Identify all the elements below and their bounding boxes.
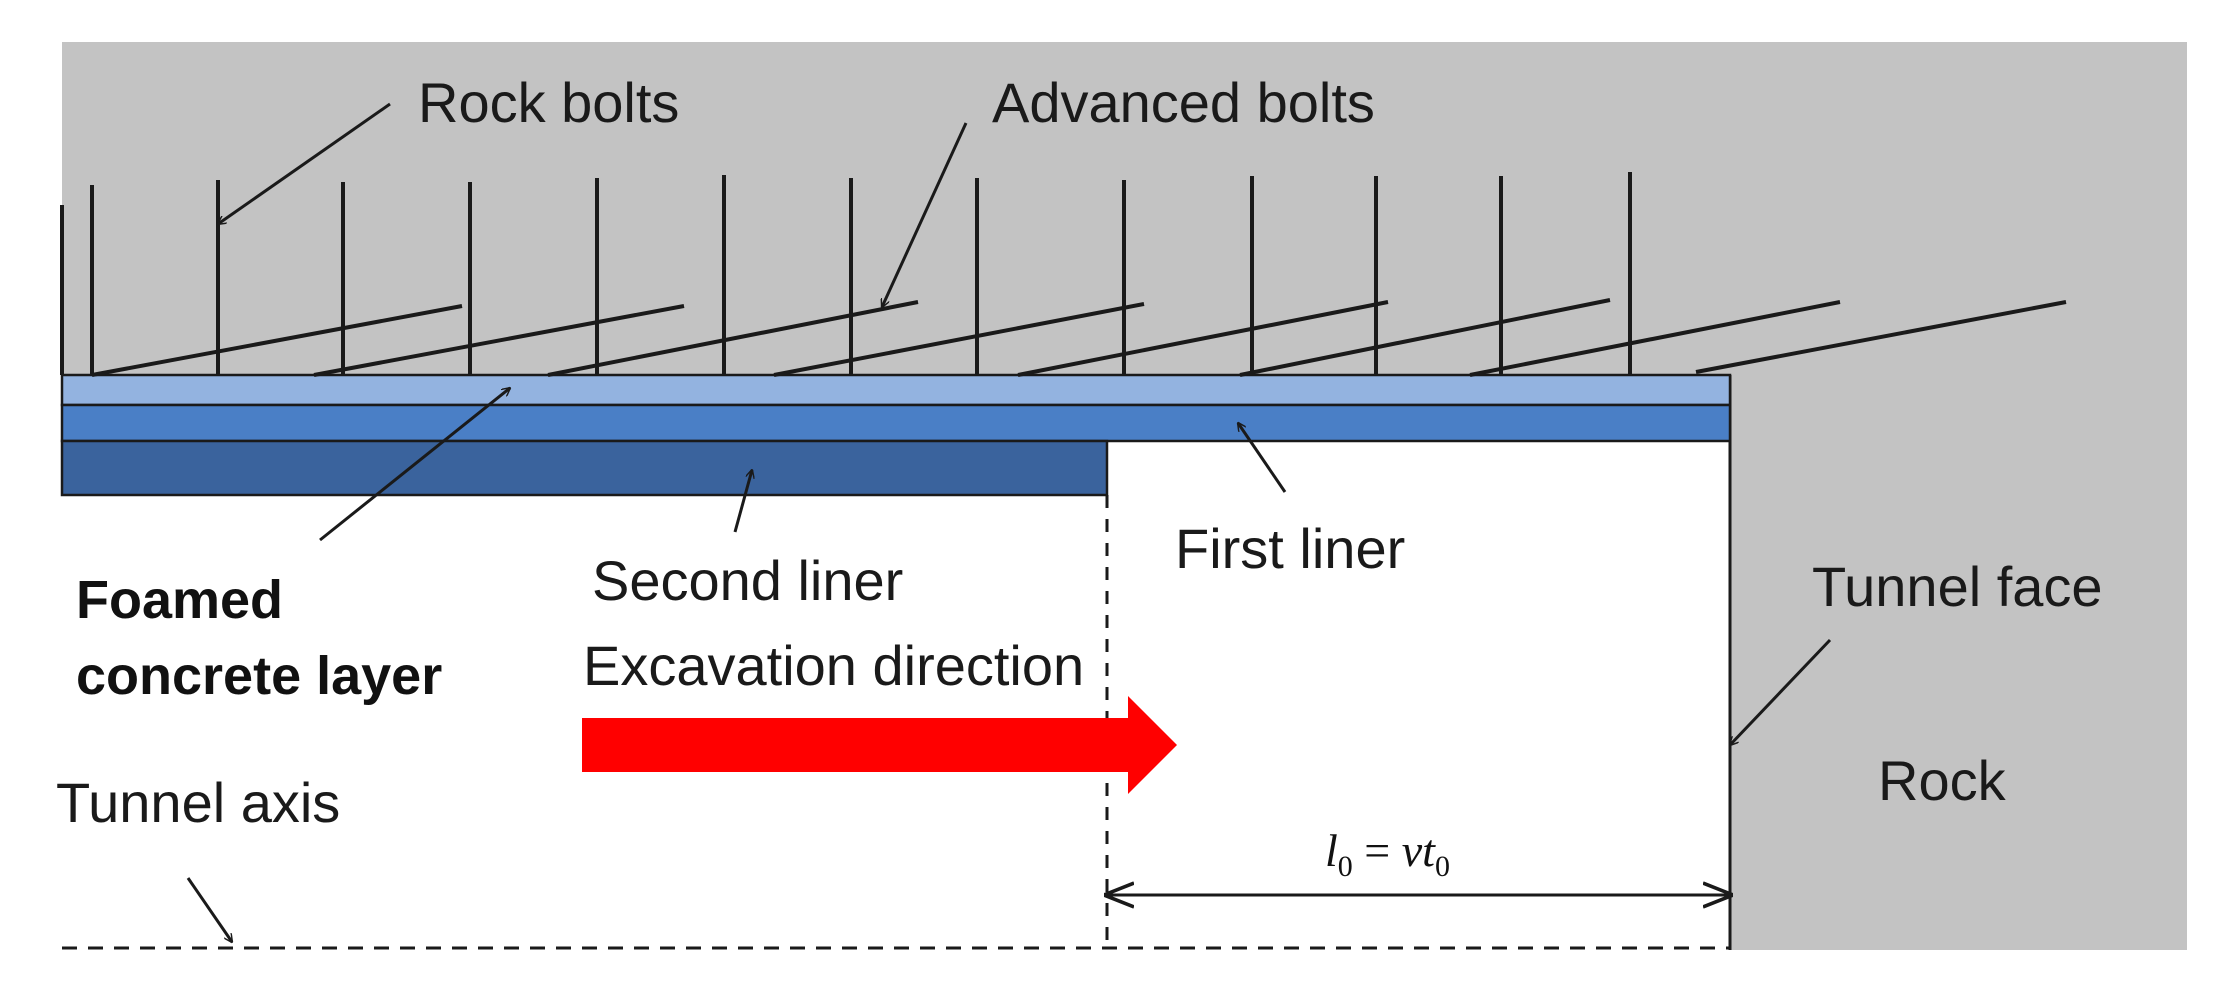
first-liner bbox=[60, 403, 1732, 443]
first-liner-leader-arrow bbox=[1238, 423, 1287, 493]
rock-bolts-leader-arrow bbox=[218, 102, 391, 224]
tunnel-axis-label: Tunnel axis bbox=[56, 771, 340, 834]
foamed-concrete-layer bbox=[60, 373, 1732, 407]
tunnel-axis-leader-arrow bbox=[186, 877, 232, 942]
rock-bolts bbox=[60, 172, 1632, 375]
foamed-concrete-layer-label: Foamed bbox=[76, 570, 283, 630]
foamed-concrete-layer-label-2: concrete layer bbox=[76, 646, 442, 706]
excavation-direction-arrow bbox=[582, 696, 1177, 794]
foamed-concrete-leader-arrow bbox=[319, 388, 510, 542]
excavation-direction-label: Excavation direction bbox=[583, 634, 1084, 697]
rock-bolts-label: Rock bolts bbox=[418, 71, 679, 134]
foamed-concrete-label-line2: concrete layer bbox=[76, 646, 442, 706]
tunnel-face-label: Tunnel face bbox=[1812, 555, 2103, 618]
advanced-bolts-leader-arrow bbox=[882, 122, 968, 307]
foamed-concrete-label-line1: Foamed bbox=[76, 570, 283, 630]
tunnel-face-leader-arrow bbox=[1730, 638, 1832, 745]
second-liner-leader-arrow bbox=[733, 470, 752, 533]
first-liner-label: First liner bbox=[1175, 517, 1405, 580]
second-liner-label: Second liner bbox=[592, 549, 903, 612]
advance-length-formula: l0 = vt0 bbox=[1325, 825, 1450, 883]
leader-arrows bbox=[186, 102, 1832, 942]
second-liner bbox=[60, 439, 1109, 497]
rock-label: Rock bbox=[1878, 749, 2007, 812]
advanced-bolts bbox=[91, 298, 2067, 377]
advanced-bolts-label: Advanced bolts bbox=[992, 71, 1375, 134]
rock-mass bbox=[62, 42, 2187, 950]
